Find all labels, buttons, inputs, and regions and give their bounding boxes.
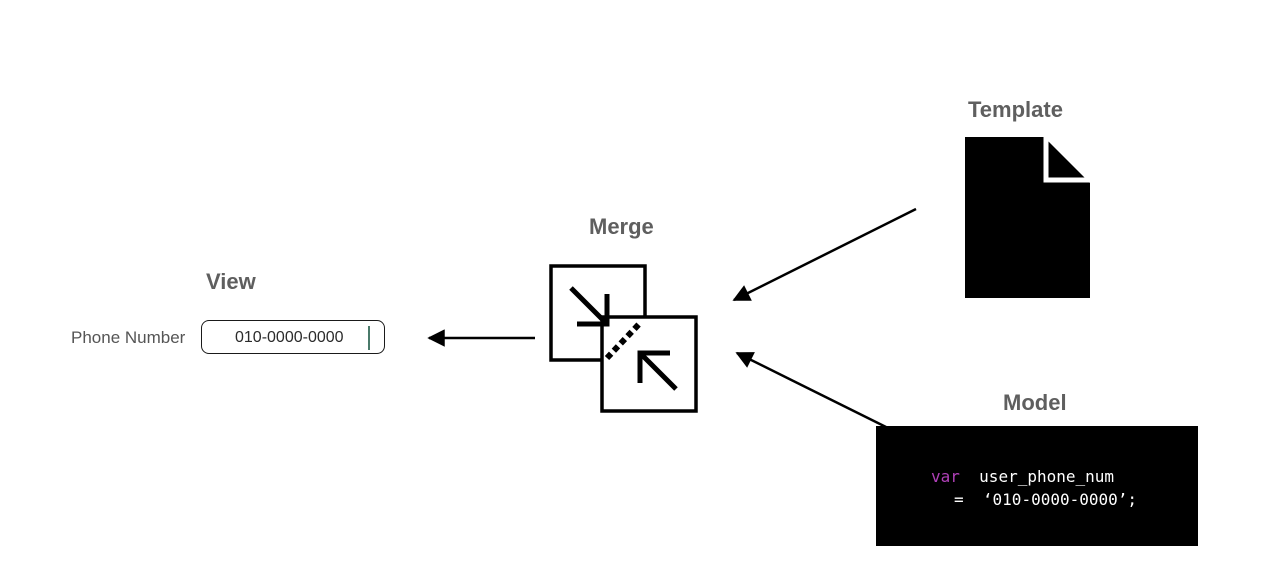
document-icon [965, 137, 1090, 298]
code-identifier: user_phone_num [979, 467, 1115, 486]
model-code-block: var user_phone_num = ‘010-0000-0000’; [876, 426, 1198, 546]
code-operator: = [954, 490, 964, 509]
arrow-template-to-merge [732, 207, 917, 302]
phone-number-label: Phone Number [71, 328, 186, 347]
model-heading: Model [1003, 390, 1067, 415]
merge-icon [549, 264, 698, 413]
code-line-declaration: var user_phone_num [931, 467, 1114, 486]
code-line-assignment: = ‘010-0000-0000’; [954, 490, 1137, 509]
arrow-model-to-merge [735, 351, 887, 429]
phone-number-field[interactable]: 010-0000-0000 [201, 320, 385, 354]
text-cursor [368, 326, 370, 350]
merge-heading: Merge [589, 214, 654, 239]
phone-number-value: 010-0000-0000 [235, 329, 344, 346]
template-heading: Template [968, 97, 1063, 122]
view-heading: View [206, 269, 256, 294]
code-keyword: var [931, 467, 960, 486]
code-value: ‘010-0000-0000’; [982, 490, 1138, 509]
